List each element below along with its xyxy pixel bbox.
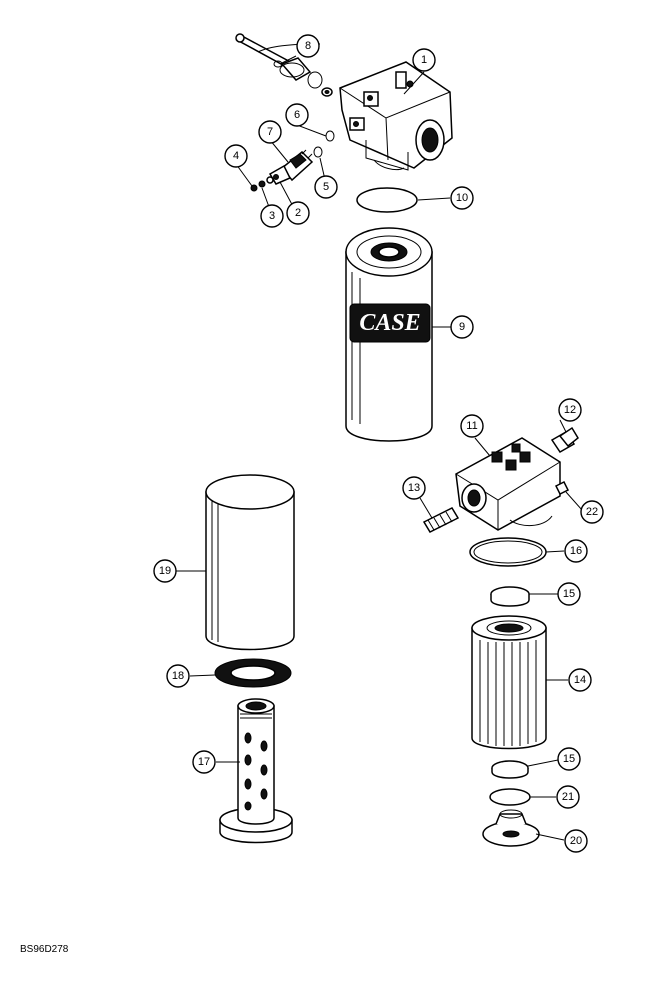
part-13-spring — [422, 507, 460, 533]
filter-brand-band: CASE — [349, 303, 431, 343]
part-small-fitting — [321, 87, 333, 97]
callout-15-lower: 15 — [557, 747, 581, 771]
part-oring-small — [307, 71, 323, 89]
callout-5: 5 — [314, 175, 338, 199]
part-16-oring-inner — [473, 540, 543, 564]
svg-text:5: 5 — [323, 181, 329, 193]
callout-21: 21 — [556, 785, 580, 809]
callout-11: 11 — [460, 414, 484, 438]
part-10-oring — [356, 187, 418, 213]
svg-text:1: 1 — [421, 54, 427, 66]
svg-text:3: 3 — [269, 210, 275, 222]
svg-text:11: 11 — [466, 420, 477, 432]
callout-19: 19 — [153, 559, 177, 583]
svg-text:2: 2 — [295, 207, 301, 219]
svg-text:4: 4 — [233, 150, 239, 162]
part-6-oring — [325, 130, 335, 142]
part-21-oring — [489, 788, 531, 806]
svg-text:15: 15 — [563, 588, 575, 600]
svg-text:15: 15 — [563, 753, 575, 765]
svg-text:7: 7 — [267, 126, 273, 138]
part-12-plug — [550, 426, 579, 453]
callout-16: 16 — [564, 539, 588, 563]
svg-text:13: 13 — [408, 482, 420, 494]
callout-3: 3 — [260, 204, 284, 228]
svg-text:16: 16 — [570, 545, 582, 557]
part-9-filter-canister: CASE — [345, 227, 433, 442]
callout-7: 7 — [258, 120, 282, 144]
part-15-seal-lower — [491, 760, 529, 779]
svg-text:20: 20 — [570, 835, 582, 847]
callout-4: 4 — [224, 144, 248, 168]
callout-1: 1 — [412, 48, 436, 72]
figure-reference-code: BS96D278 — [20, 944, 69, 955]
callout-18: 18 — [166, 664, 190, 688]
callout-6: 6 — [285, 103, 309, 127]
leader-lines — [176, 55, 583, 841]
part-4-3-2-washers — [250, 174, 279, 192]
svg-text:8: 8 — [305, 40, 311, 52]
callout-8: 8 — [296, 34, 320, 58]
svg-text:21: 21 — [562, 791, 574, 803]
callout-22: 22 — [580, 500, 604, 524]
part-18-washer — [214, 658, 292, 688]
callout-2: 2 — [286, 201, 310, 225]
part-11-filter-head — [455, 437, 561, 531]
part-15-seal-upper — [490, 586, 530, 607]
svg-text:10: 10 — [456, 192, 468, 204]
svg-text:12: 12 — [564, 404, 576, 416]
part-22-plug — [554, 480, 570, 496]
svg-text:19: 19 — [159, 565, 171, 577]
svg-text:14: 14 — [574, 674, 586, 686]
part-20-base — [482, 809, 540, 847]
callout-20: 20 — [564, 829, 588, 853]
part-5-oring — [313, 146, 323, 158]
part-16-oring — [469, 537, 547, 567]
callout-17: 17 — [192, 750, 216, 774]
part-17-standpipe — [219, 698, 293, 844]
callout-10: 10 — [450, 186, 474, 210]
callout-9: 9 — [450, 315, 474, 339]
svg-text:6: 6 — [294, 109, 300, 121]
callout-13: 13 — [402, 476, 426, 500]
filter-brand-label: CASE — [359, 310, 420, 336]
part-1-filter-head — [339, 61, 453, 171]
part-14-filter-element — [471, 615, 547, 750]
part-19-sleeve — [205, 474, 295, 651]
svg-text:17: 17 — [198, 756, 210, 768]
svg-text:9: 9 — [459, 321, 465, 333]
callout-12: 12 — [558, 398, 582, 422]
callout-14: 14 — [568, 668, 592, 692]
callout-15-upper: 15 — [557, 582, 581, 606]
svg-text:18: 18 — [172, 670, 184, 682]
svg-text:22: 22 — [586, 506, 598, 518]
